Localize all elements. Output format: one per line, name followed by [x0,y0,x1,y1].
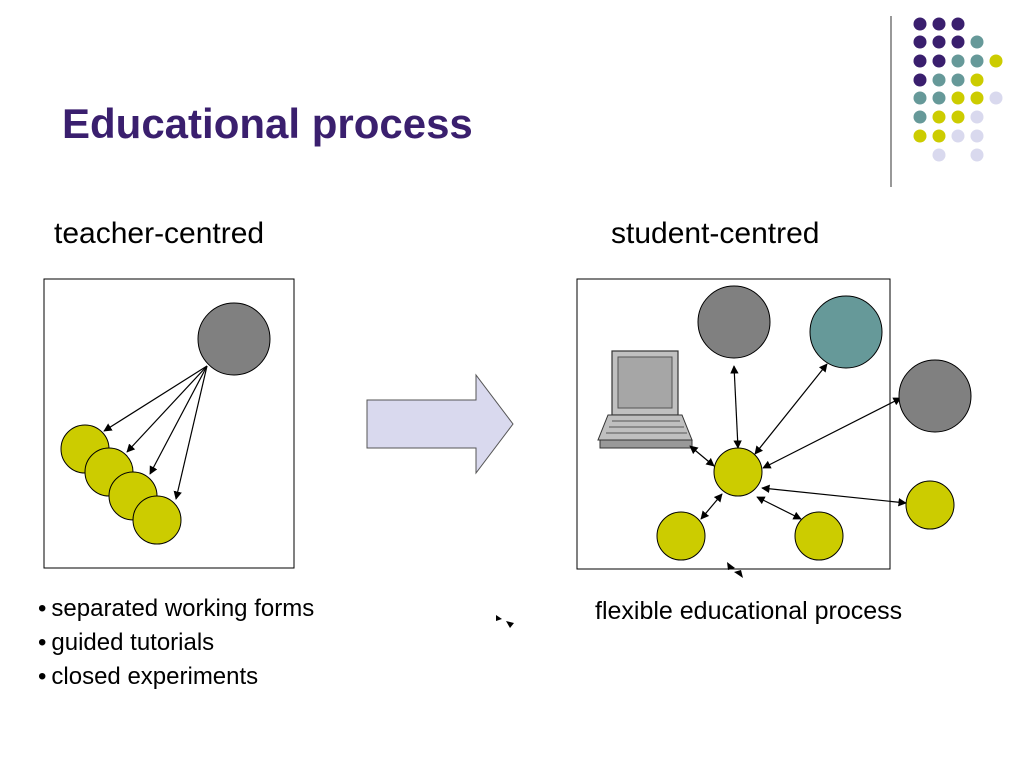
bullet-item: closed experiments [38,660,314,694]
slide-title: Educational process [62,100,473,147]
teacher-node [197,302,271,376]
teacher-centred-panel [43,278,295,569]
laptop-icon [597,350,693,449]
student-node [905,480,955,530]
student-centred-arrows [689,363,907,520]
teacher-node [697,285,771,359]
student-node [656,511,706,561]
student-centred-caption: flexible educational process [595,597,903,625]
bullet-item: separated working forms [38,592,314,626]
student-node-center [713,447,763,497]
student-node [132,495,182,545]
decorative-dot-grid [913,17,1003,162]
stray-arrow-marks [496,562,743,628]
teacher-centred-heading: teacher-centred [54,217,265,250]
student-node [794,511,844,561]
teacher-node [898,359,972,433]
right-arrow-icon [366,373,514,475]
teacher-arrows [103,365,208,500]
bullet-item: guided tutorials [38,626,314,660]
teacher-centred-bullet-list: separated working forms guided tutorials… [38,592,314,694]
resource-node [809,295,883,369]
student-centred-heading: student-centred [611,217,820,250]
